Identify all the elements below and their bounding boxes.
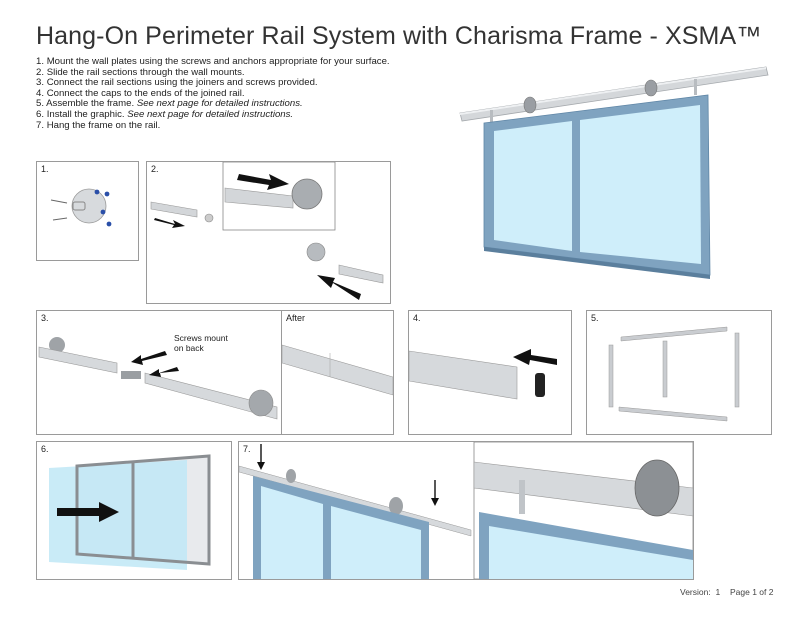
step-panel-3: 3. Screws mount on back	[36, 310, 283, 435]
arrow-icon	[431, 498, 439, 506]
panel-label: 7.	[243, 444, 251, 454]
hero-frame-illustration	[459, 66, 769, 279]
version-value: 1	[715, 587, 721, 597]
arrow-icon	[317, 275, 361, 300]
step-item: 1. Mount the wall plates using the screw…	[36, 56, 390, 67]
end-cap-illustration	[409, 349, 557, 400]
after-panel: After	[281, 310, 394, 435]
hang-frame-illustration	[239, 442, 693, 579]
step-panel-6: 6.	[36, 441, 232, 580]
arrow-icon	[57, 502, 119, 522]
joined-rail-illustration	[282, 344, 393, 396]
panel-label: 1.	[41, 164, 49, 174]
panel-label: 2.	[151, 164, 159, 174]
panel-label: After	[286, 313, 306, 323]
step-item: 7. Hang the frame on the rail.	[36, 119, 161, 131]
step-item: 5. Assemble the frame. See next page for…	[36, 98, 303, 110]
rail-join-illustration	[38, 337, 278, 420]
wall-plate-illustration	[50, 188, 112, 227]
frame-assembly-illustration	[608, 326, 740, 422]
step-item: 2. Slide the rail sections through the w…	[36, 66, 245, 78]
screw-icon	[94, 189, 112, 227]
document-title: Hang-On Perimeter Rail System with Chari…	[36, 22, 762, 50]
arrow-icon	[237, 174, 289, 190]
step-item: 6. Install the graphic. See next page fo…	[36, 108, 294, 120]
arrow-icon	[154, 218, 185, 228]
step-item: 3. Connect the rail sections using the j…	[36, 77, 318, 89]
arrow-icon	[513, 349, 557, 365]
page-number: Page 1 of 2	[730, 587, 774, 597]
panel-label: 4.	[413, 313, 421, 323]
step-panel-1: 1.	[36, 161, 139, 261]
step-panel-2: 2.	[146, 161, 391, 304]
graphic-install-illustration	[49, 454, 211, 570]
step-panel-4: 4.	[408, 310, 572, 435]
panel-label: 6.	[41, 444, 49, 454]
rail-slide-illustration	[150, 162, 384, 300]
step-item: 4. Connect the caps to the ends of the j…	[36, 87, 245, 99]
step-panel-5: 5.	[586, 310, 772, 435]
instruction-list: 1. Mount the wall plates using the screw…	[36, 56, 390, 131]
arrow-icon	[131, 351, 167, 365]
step-panel-7: 7.	[238, 441, 694, 580]
screws-callout: Screws mount on back	[174, 333, 228, 353]
arrow-icon	[257, 462, 265, 470]
arrow-icon	[149, 367, 179, 377]
panel-label: 3.	[41, 313, 49, 323]
panel-label: 5.	[591, 313, 599, 323]
version-label: Version: 1	[680, 587, 721, 597]
